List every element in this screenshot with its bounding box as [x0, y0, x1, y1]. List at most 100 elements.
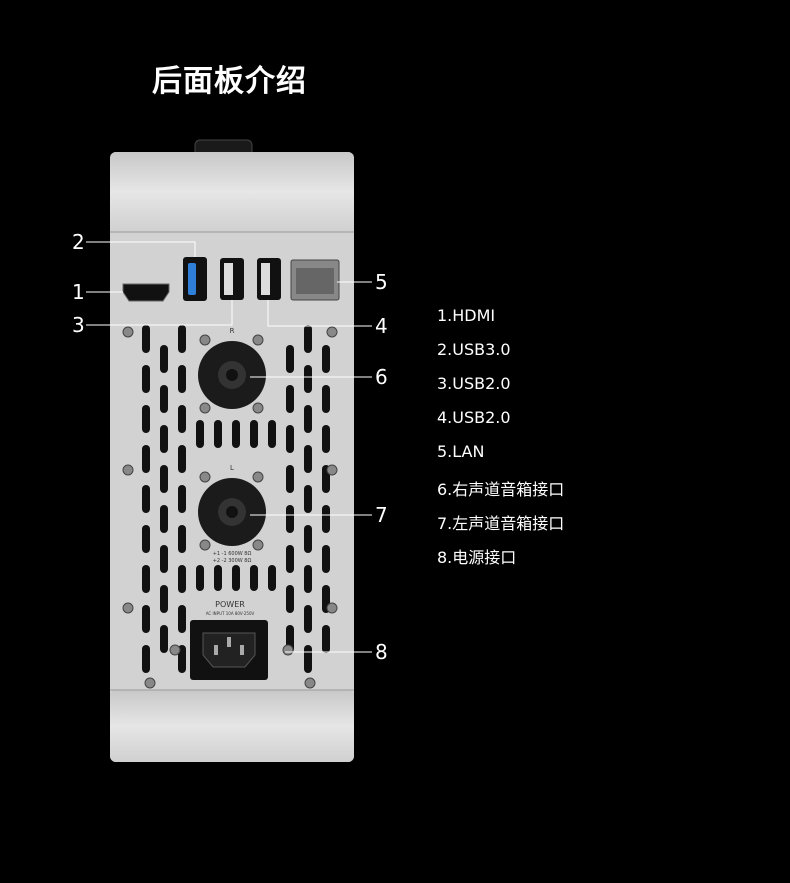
screw-icon — [326, 602, 338, 614]
vent-slot — [142, 325, 150, 353]
vent-slot — [142, 485, 150, 513]
vent-slot — [304, 325, 312, 353]
vent-slot — [214, 565, 222, 591]
vent-slot — [304, 645, 312, 673]
screw-icon — [199, 334, 211, 346]
vent-slot — [286, 585, 294, 613]
vent-slot — [142, 565, 150, 593]
vent-slot — [178, 605, 186, 633]
vent-slot — [304, 565, 312, 593]
vent-slot — [304, 605, 312, 633]
vent-slot — [178, 525, 186, 553]
callout-1: 1 — [72, 280, 85, 304]
vent-slot — [142, 605, 150, 633]
speaker-r-label: R — [230, 327, 235, 335]
page-title: 后面板介绍 — [152, 64, 307, 99]
vent-slot — [142, 525, 150, 553]
vent-slot — [160, 345, 168, 373]
screw-icon — [252, 334, 264, 346]
vent-slot — [286, 505, 294, 533]
screw-icon — [144, 677, 156, 689]
vent-slot — [160, 585, 168, 613]
rating-1: +1 -1 600W 8Ω — [213, 551, 252, 557]
vent-slot — [178, 325, 186, 353]
vent-slot — [322, 545, 330, 573]
screw-icon — [199, 471, 211, 483]
leader-4 — [267, 300, 372, 327]
screw-icon — [326, 326, 338, 338]
vent-slot — [268, 565, 276, 591]
vent-slot — [304, 485, 312, 513]
vent-slot — [286, 465, 294, 493]
spec-item: 5.LAN — [437, 442, 485, 461]
vent-slot — [286, 345, 294, 373]
screw-icon — [252, 471, 264, 483]
screw-icon — [199, 402, 211, 414]
hdmi-port — [122, 283, 170, 302]
callout-2: 2 — [72, 230, 85, 254]
vent-slot — [178, 565, 186, 593]
vent-slot — [322, 625, 330, 653]
vent-slot — [268, 420, 276, 448]
vent-slot — [286, 385, 294, 413]
vent-slot — [232, 565, 240, 591]
power-socket — [190, 620, 268, 680]
vent-slot — [322, 385, 330, 413]
spec-item: 1.HDMI — [437, 306, 496, 325]
vent-slot — [142, 445, 150, 473]
speaker-l-label: L — [230, 464, 234, 472]
vent-slot — [304, 405, 312, 433]
top-cap — [110, 152, 354, 232]
rating-2: +2 -2 300W 8Ω — [213, 558, 252, 564]
screw-icon — [326, 464, 338, 476]
vent-slot — [178, 405, 186, 433]
vent-slot — [178, 365, 186, 393]
speaker-port-left — [198, 478, 266, 546]
screw-icon — [122, 464, 134, 476]
screw-icon — [252, 402, 264, 414]
screw-icon — [122, 326, 134, 338]
spec-item: 8.电源接口 — [437, 548, 517, 567]
vent-slot — [160, 545, 168, 573]
vent-slot — [178, 485, 186, 513]
callout-6: 6 — [375, 365, 388, 389]
vent-slot — [232, 420, 240, 448]
vent-slot — [304, 365, 312, 393]
vent-slot — [250, 420, 258, 448]
vent-slot — [250, 565, 258, 591]
spec-item: 6.右声道音箱接口 — [437, 480, 565, 499]
callout-8: 8 — [375, 640, 388, 664]
screw-icon — [252, 539, 264, 551]
callout-7: 7 — [375, 503, 388, 527]
vent-slot — [286, 425, 294, 453]
vent-slot — [304, 525, 312, 553]
vent-slot — [160, 425, 168, 453]
vent-slot — [142, 645, 150, 673]
vent-slot — [304, 445, 312, 473]
screw-icon — [199, 539, 211, 551]
vent-slot — [322, 425, 330, 453]
leader-2 — [86, 241, 196, 257]
callout-3: 3 — [72, 313, 85, 337]
vent-slot — [142, 365, 150, 393]
vent-slot — [142, 405, 150, 433]
vent-slot — [160, 465, 168, 493]
screw-icon — [122, 602, 134, 614]
vent-slot — [196, 420, 204, 448]
vent-slot — [160, 625, 168, 653]
leader-3 — [86, 300, 233, 326]
bottom-cap — [110, 690, 354, 762]
vent-slot — [196, 565, 204, 591]
speaker-port-right — [198, 341, 266, 409]
spec-item: 2.USB3.0 — [437, 340, 511, 359]
ac-input-label: AC INPUT 10A 80V-250V — [206, 611, 255, 616]
screw-icon — [304, 677, 316, 689]
spec-item: 7.左声道音箱接口 — [437, 514, 565, 533]
screw-icon — [282, 644, 294, 656]
vent-slot — [322, 505, 330, 533]
vent-slot — [286, 545, 294, 573]
vent-slot — [214, 420, 222, 448]
callout-4: 4 — [375, 314, 388, 338]
vent-slot — [178, 445, 186, 473]
